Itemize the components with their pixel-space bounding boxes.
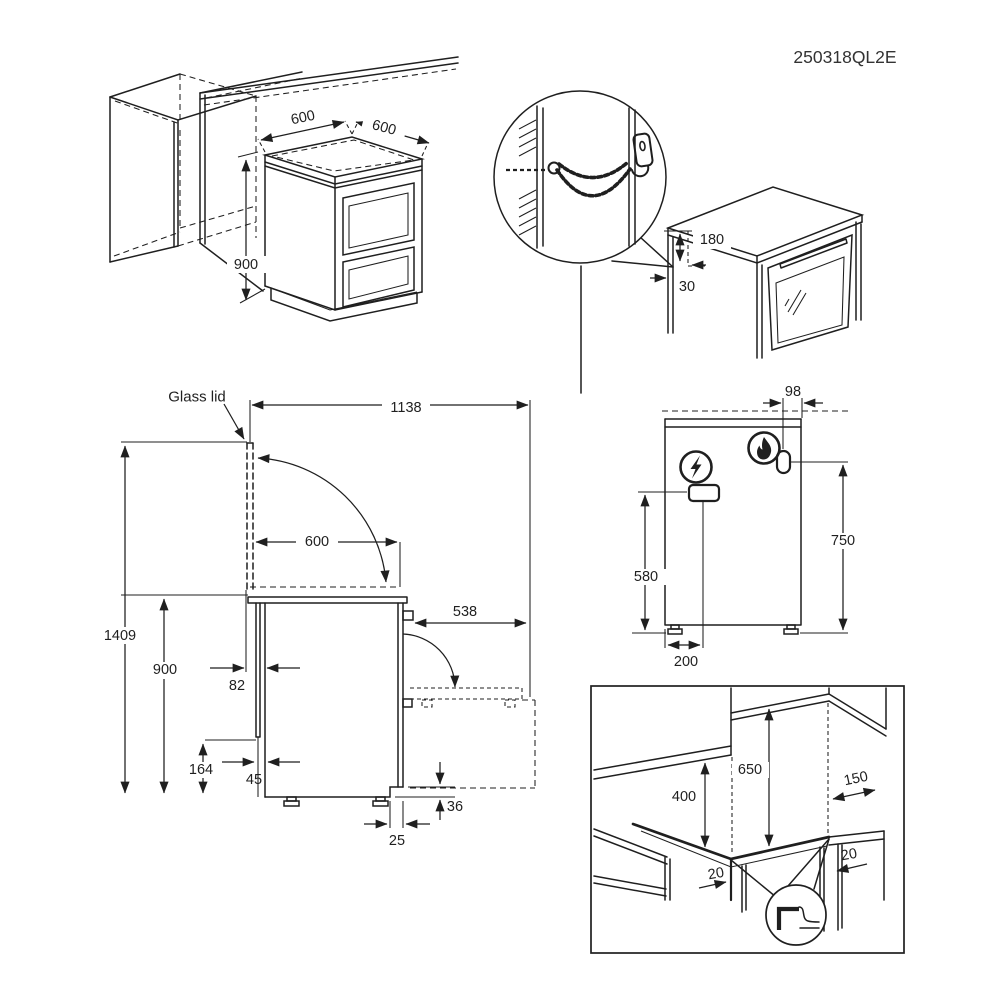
figure-clearances: 650 400 150 20 20 xyxy=(590,685,905,954)
dim-label-20-left: 20 xyxy=(707,865,726,884)
dim-label-650: 650 xyxy=(738,762,762,778)
glass-reflection xyxy=(784,289,807,316)
dim-rear-gap-top: 82 xyxy=(210,663,300,694)
dim-hob-width: 600 xyxy=(257,105,353,153)
dim-label-36: 36 xyxy=(447,799,463,815)
dim-plinth-height: 36 xyxy=(395,762,463,820)
dim-body-height: 900 xyxy=(121,594,248,794)
dim-label-20-right: 20 xyxy=(840,846,859,865)
mains-terminal-box xyxy=(687,483,721,503)
dim-label-538: 538 xyxy=(453,604,477,620)
dim-label-150: 150 xyxy=(842,769,869,790)
cooker-body-side xyxy=(245,590,414,807)
dim-rear-gap-bottom: 45 xyxy=(222,737,300,797)
dim-label-900: 900 xyxy=(153,662,177,678)
cooker-isometric xyxy=(262,136,425,322)
dim-hob-depth: 600 xyxy=(351,114,430,157)
chain-icon xyxy=(555,160,632,198)
document-code: 250318QL2E xyxy=(793,47,896,67)
dim-overall-height: 1409 xyxy=(96,441,247,794)
dim-plinth-depth: 25 xyxy=(364,801,430,849)
oven-door-front xyxy=(342,182,415,256)
dim-label-164: 164 xyxy=(189,762,213,778)
lid-swing-arc xyxy=(257,454,390,583)
door-handle xyxy=(779,238,848,269)
dim-gas-from-right: 98 xyxy=(763,384,823,449)
dim-label-600: 600 xyxy=(305,534,329,550)
rear-spacer-bar xyxy=(255,602,261,738)
figure-rear-connections: 98 750 580 200 xyxy=(626,384,864,670)
figure-side-profile: Glass lid 1138 1409 900 xyxy=(96,389,536,849)
left-cabinet xyxy=(109,73,257,263)
dim-mains-height: 580 xyxy=(626,491,687,634)
dim-body-depth: 600 xyxy=(255,534,401,587)
dim-gap-left: 20 xyxy=(698,865,727,889)
glass-lid-open xyxy=(246,442,254,593)
dim-label-180: 180 xyxy=(700,232,724,248)
cooker-hood-bottom xyxy=(730,693,830,721)
dim-cooker-height: 900 xyxy=(227,151,266,304)
adjustable-feet xyxy=(283,796,389,807)
wall-cabinet-left xyxy=(593,687,732,780)
dim-label-1138: 1138 xyxy=(390,400,421,416)
dim-label-hob-depth: 600 xyxy=(370,117,398,139)
cooker-rear-outline xyxy=(664,418,802,635)
dim-bracket-below-top: 180 xyxy=(664,230,731,267)
cooker-plinth xyxy=(270,287,418,322)
dim-label-750: 750 xyxy=(831,533,855,549)
adjustable-feet xyxy=(667,624,799,635)
hob-top-band xyxy=(247,596,408,604)
dim-side-clearance: 150 xyxy=(832,769,876,802)
dim-label-hob-width: 600 xyxy=(289,108,316,129)
dim-label-580: 580 xyxy=(634,569,658,585)
dim-bracket-from-side: 30 xyxy=(650,260,706,295)
seal-profile-icon xyxy=(776,906,820,930)
wall-hatching-icon xyxy=(518,119,537,236)
worktop-and-hob xyxy=(593,822,885,934)
dim-gas-height: 750 xyxy=(791,461,864,634)
door-hinge-mid xyxy=(402,698,413,708)
worktop-cabinet xyxy=(199,56,459,292)
clearance-frame xyxy=(590,685,905,954)
dim-label-1409: 1409 xyxy=(104,628,136,644)
dim-label-82: 82 xyxy=(229,678,245,694)
appliance-panel xyxy=(628,107,636,247)
dim-label-45: 45 xyxy=(246,772,262,788)
dim-mains-from-left: 200 xyxy=(664,500,704,670)
gas-supply-icon xyxy=(747,431,781,465)
cooker-rear-isometric xyxy=(665,186,865,359)
dim-overall-depth: 1138 xyxy=(249,400,531,697)
dim-label-25: 25 xyxy=(389,833,405,849)
electric-supply-icon xyxy=(679,450,713,484)
wall-cabinet-right xyxy=(828,687,887,737)
dim-cabinet-clearance: 400 xyxy=(666,762,710,848)
glass-lid-label: Glass lid xyxy=(168,389,226,406)
door-hinge-top xyxy=(402,610,414,621)
bracket-icon xyxy=(631,132,654,178)
dim-hood-clearance: 650 xyxy=(732,708,774,847)
seal-detail-circle xyxy=(765,884,827,946)
dim-label-98: 98 xyxy=(785,384,801,400)
door-swing-arc xyxy=(402,633,460,688)
dim-label-30: 30 xyxy=(679,279,695,295)
wall-section xyxy=(518,105,544,249)
dim-label-200: 200 xyxy=(674,654,698,670)
seal-profile-detail xyxy=(730,838,830,946)
dim-label-400: 400 xyxy=(672,789,696,805)
dim-label-cooker-height: 900 xyxy=(234,257,258,273)
wall-anchor-icon xyxy=(506,161,561,175)
glass-lid-leader xyxy=(223,403,245,440)
door-open-dashed xyxy=(410,687,536,789)
hob-alignment-dashed xyxy=(731,703,829,855)
dim-gap-right: 20 xyxy=(836,846,868,873)
figure-cooker-between-cabinets: 600 600 900 xyxy=(109,56,459,322)
dim-door-open: 538 xyxy=(414,604,527,628)
door-glass xyxy=(775,256,845,344)
gas-connection xyxy=(775,449,792,475)
figure-anti-tip-fixing: 180 30 xyxy=(493,90,865,394)
drawer-front xyxy=(342,246,415,308)
oven-door-rear-view xyxy=(767,233,853,351)
dim-spacer-height: 164 xyxy=(183,739,256,794)
